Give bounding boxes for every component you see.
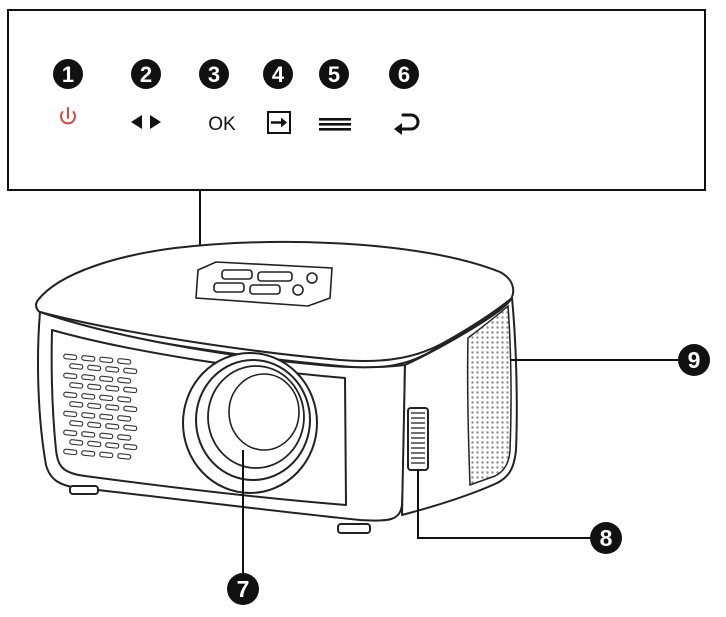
panel-button-5: [292, 284, 304, 296]
grille-slot: [81, 355, 96, 362]
badge-2-number: 2: [140, 62, 152, 87]
grille-slot: [87, 440, 102, 448]
grille-slot: [99, 432, 114, 440]
grille-slot: [105, 366, 120, 373]
callout-lens-number: 7: [237, 576, 250, 602]
panel-button-4: [249, 284, 281, 295]
grille-slot: [81, 450, 96, 457]
front-bezel: [50, 329, 347, 506]
callout-focus-wheel: 8: [417, 470, 622, 554]
grille-slot: [63, 391, 78, 399]
badge-3-number: 3: [208, 62, 220, 87]
badge-2: 2: [131, 59, 161, 89]
focus-wheel: [407, 407, 429, 471]
panel-button-1: [221, 269, 253, 280]
grille-slot: [63, 448, 78, 456]
ok-label: OK: [208, 114, 236, 135]
front-right-foot: [337, 523, 371, 534]
lid-seam: [39, 297, 513, 363]
callout-side-speaker-number: 9: [688, 347, 701, 373]
control-panel-callout: 1 2 3 OK 4: [7, 9, 706, 191]
power-icon: [60, 107, 76, 125]
badge-5-number: 5: [328, 62, 340, 87]
callout-side-speaker: 9: [510, 344, 710, 376]
grille-slot: [99, 375, 114, 383]
badge-1: 1: [53, 59, 83, 89]
grille-slot: [87, 402, 102, 410]
callout-box: [7, 9, 706, 191]
grille-slot: [123, 367, 138, 375]
grille-slot: [123, 386, 138, 394]
input-source-icon: [267, 111, 291, 134]
grille-slot: [105, 385, 120, 392]
grille-slot: [87, 421, 102, 429]
grille-slot: [117, 358, 132, 365]
grille-slot: [105, 442, 120, 449]
grille-slot: [63, 410, 78, 418]
grille-slot: [63, 353, 78, 361]
grille-slot: [123, 424, 138, 432]
grille-slot: [69, 363, 84, 370]
side-speaker-mesh: [466, 304, 512, 487]
grille-slot: [81, 393, 96, 400]
callout-focus-wheel-number: 8: [600, 525, 613, 551]
grille-slot: [99, 451, 114, 459]
grille-slot: [105, 423, 120, 430]
panel-button-2: [257, 271, 293, 282]
grille-slot: [123, 405, 138, 413]
grille-slot: [69, 420, 84, 427]
grille-slot: [87, 383, 102, 391]
grille-slot: [87, 364, 102, 372]
return-icon: [394, 113, 420, 135]
badge-4: 4: [263, 59, 293, 89]
left-right-arrows-icon: [131, 115, 161, 129]
lens: [182, 352, 318, 494]
grille-slot: [69, 401, 84, 408]
grille-slot: [117, 396, 132, 403]
badge-6: 6: [389, 59, 419, 89]
top-control-panel: [195, 261, 333, 307]
grille-slot: [123, 443, 138, 451]
panel-button-3: [213, 282, 245, 293]
badge-5: 5: [319, 59, 349, 89]
grille-slot: [99, 356, 114, 364]
badge-1-number: 1: [62, 62, 74, 87]
callout-lens: 7: [227, 450, 259, 605]
badge-4-number: 4: [272, 62, 285, 87]
grille-slot: [81, 374, 96, 381]
grille-slot: [99, 413, 114, 421]
badge-3: 3: [199, 59, 229, 89]
grille-slot: [81, 431, 96, 438]
badge-6-number: 6: [398, 62, 410, 87]
grille-slot: [117, 415, 132, 422]
grille-slot: [81, 412, 96, 419]
menu-icon: [319, 118, 351, 131]
grille-slot: [69, 382, 84, 389]
front-speaker-grille: [63, 353, 138, 460]
grille-slot: [63, 429, 78, 437]
grille-slot: [117, 434, 132, 441]
front-left-foot: [69, 485, 99, 495]
grille-slot: [69, 439, 84, 446]
grille-slot: [99, 394, 114, 402]
grille-slot: [105, 404, 120, 411]
panel-button-6: [306, 272, 318, 284]
grille-slot: [117, 377, 132, 384]
grille-slot: [63, 372, 78, 380]
grille-slot: [117, 453, 132, 460]
